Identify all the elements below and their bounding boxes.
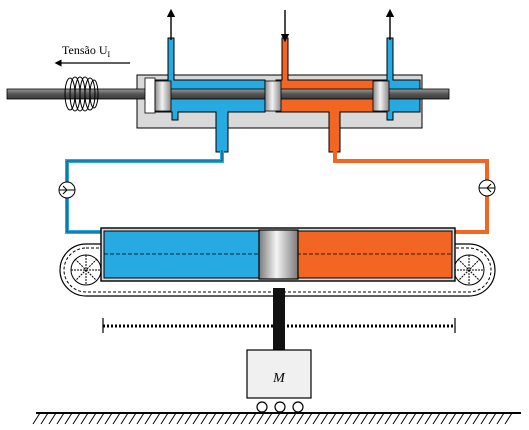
ground-hatch-line bbox=[424, 412, 433, 425]
spool-rod bbox=[6, 88, 450, 100]
ground-hatch-line bbox=[472, 412, 481, 425]
ground-hatch-line bbox=[120, 412, 129, 425]
ground-hatch-line bbox=[80, 412, 89, 425]
ground-hatch-line bbox=[144, 412, 153, 425]
ground-hatch-line bbox=[272, 412, 281, 425]
ground-hatch-line bbox=[136, 412, 145, 425]
ground-hatch-line bbox=[336, 412, 345, 425]
svg-text:Tensão UI: Tensão UI bbox=[62, 43, 110, 59]
ground-hatch-line bbox=[368, 412, 377, 425]
ground-hatch-line bbox=[328, 412, 337, 425]
load-carriage bbox=[246, 349, 312, 399]
cylinder-right-chamber bbox=[296, 230, 453, 279]
actuator-piston bbox=[258, 229, 299, 280]
ground-hatch-line bbox=[304, 412, 313, 425]
ground-hatch-line bbox=[320, 412, 329, 425]
return-line-outline bbox=[66, 150, 223, 233]
belt bbox=[59, 243, 496, 297]
ground-hatch-line bbox=[160, 412, 169, 425]
ground-hatch-line bbox=[128, 412, 137, 425]
ground-hatch-line bbox=[192, 412, 201, 425]
ground-hatch-line bbox=[104, 412, 113, 425]
ground-hatch-line bbox=[408, 412, 417, 425]
ground-hatch-line bbox=[360, 412, 369, 425]
ground-hatch-line bbox=[344, 412, 353, 425]
spool-lands bbox=[144, 77, 390, 114]
ground-hatch-line bbox=[376, 412, 385, 425]
ground-hatch-line bbox=[72, 412, 81, 425]
ground-hatch-line bbox=[96, 412, 105, 425]
ground-hatch-line bbox=[432, 412, 441, 425]
return-line bbox=[65, 150, 224, 234]
flow-meter-left bbox=[58, 181, 76, 199]
ground-hatch-line bbox=[440, 412, 449, 425]
ground-hatch-line bbox=[176, 412, 185, 425]
ground-hatch-line bbox=[504, 412, 513, 425]
ground-hatch-line bbox=[352, 412, 361, 425]
ground bbox=[32, 412, 521, 425]
ground-hatch-line bbox=[400, 412, 409, 425]
ground-hatch-line bbox=[496, 412, 505, 425]
ground-hatch-line bbox=[288, 412, 297, 425]
ground-hatch-line bbox=[208, 412, 217, 425]
electromagnetic-coil bbox=[64, 76, 99, 112]
ground-hatch-line bbox=[456, 412, 465, 425]
ground-hatch-line bbox=[256, 412, 265, 425]
pulley-right bbox=[453, 254, 485, 286]
mass-label: M bbox=[272, 371, 286, 386]
ground-hatch-line bbox=[200, 412, 209, 425]
ground-hatch-line bbox=[448, 412, 457, 425]
voltage-label: Tensão UI bbox=[62, 43, 110, 59]
ground-hatch-line bbox=[240, 412, 249, 425]
ground-hatch-line bbox=[184, 412, 193, 425]
cylinder-left-chamber bbox=[103, 230, 262, 279]
load-connector bbox=[273, 288, 285, 352]
ground-hatch-line bbox=[248, 412, 257, 425]
supply-line bbox=[333, 150, 489, 234]
ground-hatch-line bbox=[480, 412, 489, 425]
ground-hatch-line bbox=[32, 412, 41, 425]
ground-hatch-line bbox=[224, 412, 233, 425]
ground-hatch-line bbox=[416, 412, 425, 425]
ground-hatch-line bbox=[296, 412, 305, 425]
ground-hatch-line bbox=[264, 412, 273, 425]
ground-hatch-line bbox=[464, 412, 473, 425]
ground-hatch-line bbox=[392, 412, 401, 425]
ground-hatch-line bbox=[40, 412, 49, 425]
ground-hatch-line bbox=[216, 412, 225, 425]
ground-hatch-line bbox=[232, 412, 241, 425]
ground-hatch-line bbox=[168, 412, 177, 425]
ground-hatch-line bbox=[384, 412, 393, 425]
ground-hatch-line bbox=[56, 412, 65, 425]
ground-hatch-line bbox=[48, 412, 57, 425]
ground-hatch-line bbox=[88, 412, 97, 425]
pulley-left bbox=[70, 254, 102, 286]
ground-hatch-line bbox=[152, 412, 161, 425]
ground-hatch-line bbox=[488, 412, 497, 425]
ground-hatch-line bbox=[280, 412, 289, 425]
ground-hatch-line bbox=[64, 412, 73, 425]
ground-hatch-line bbox=[312, 412, 321, 425]
carriage-wheels bbox=[256, 401, 304, 413]
ground-hatch-line bbox=[112, 412, 121, 425]
flow-meter-right bbox=[478, 179, 496, 197]
